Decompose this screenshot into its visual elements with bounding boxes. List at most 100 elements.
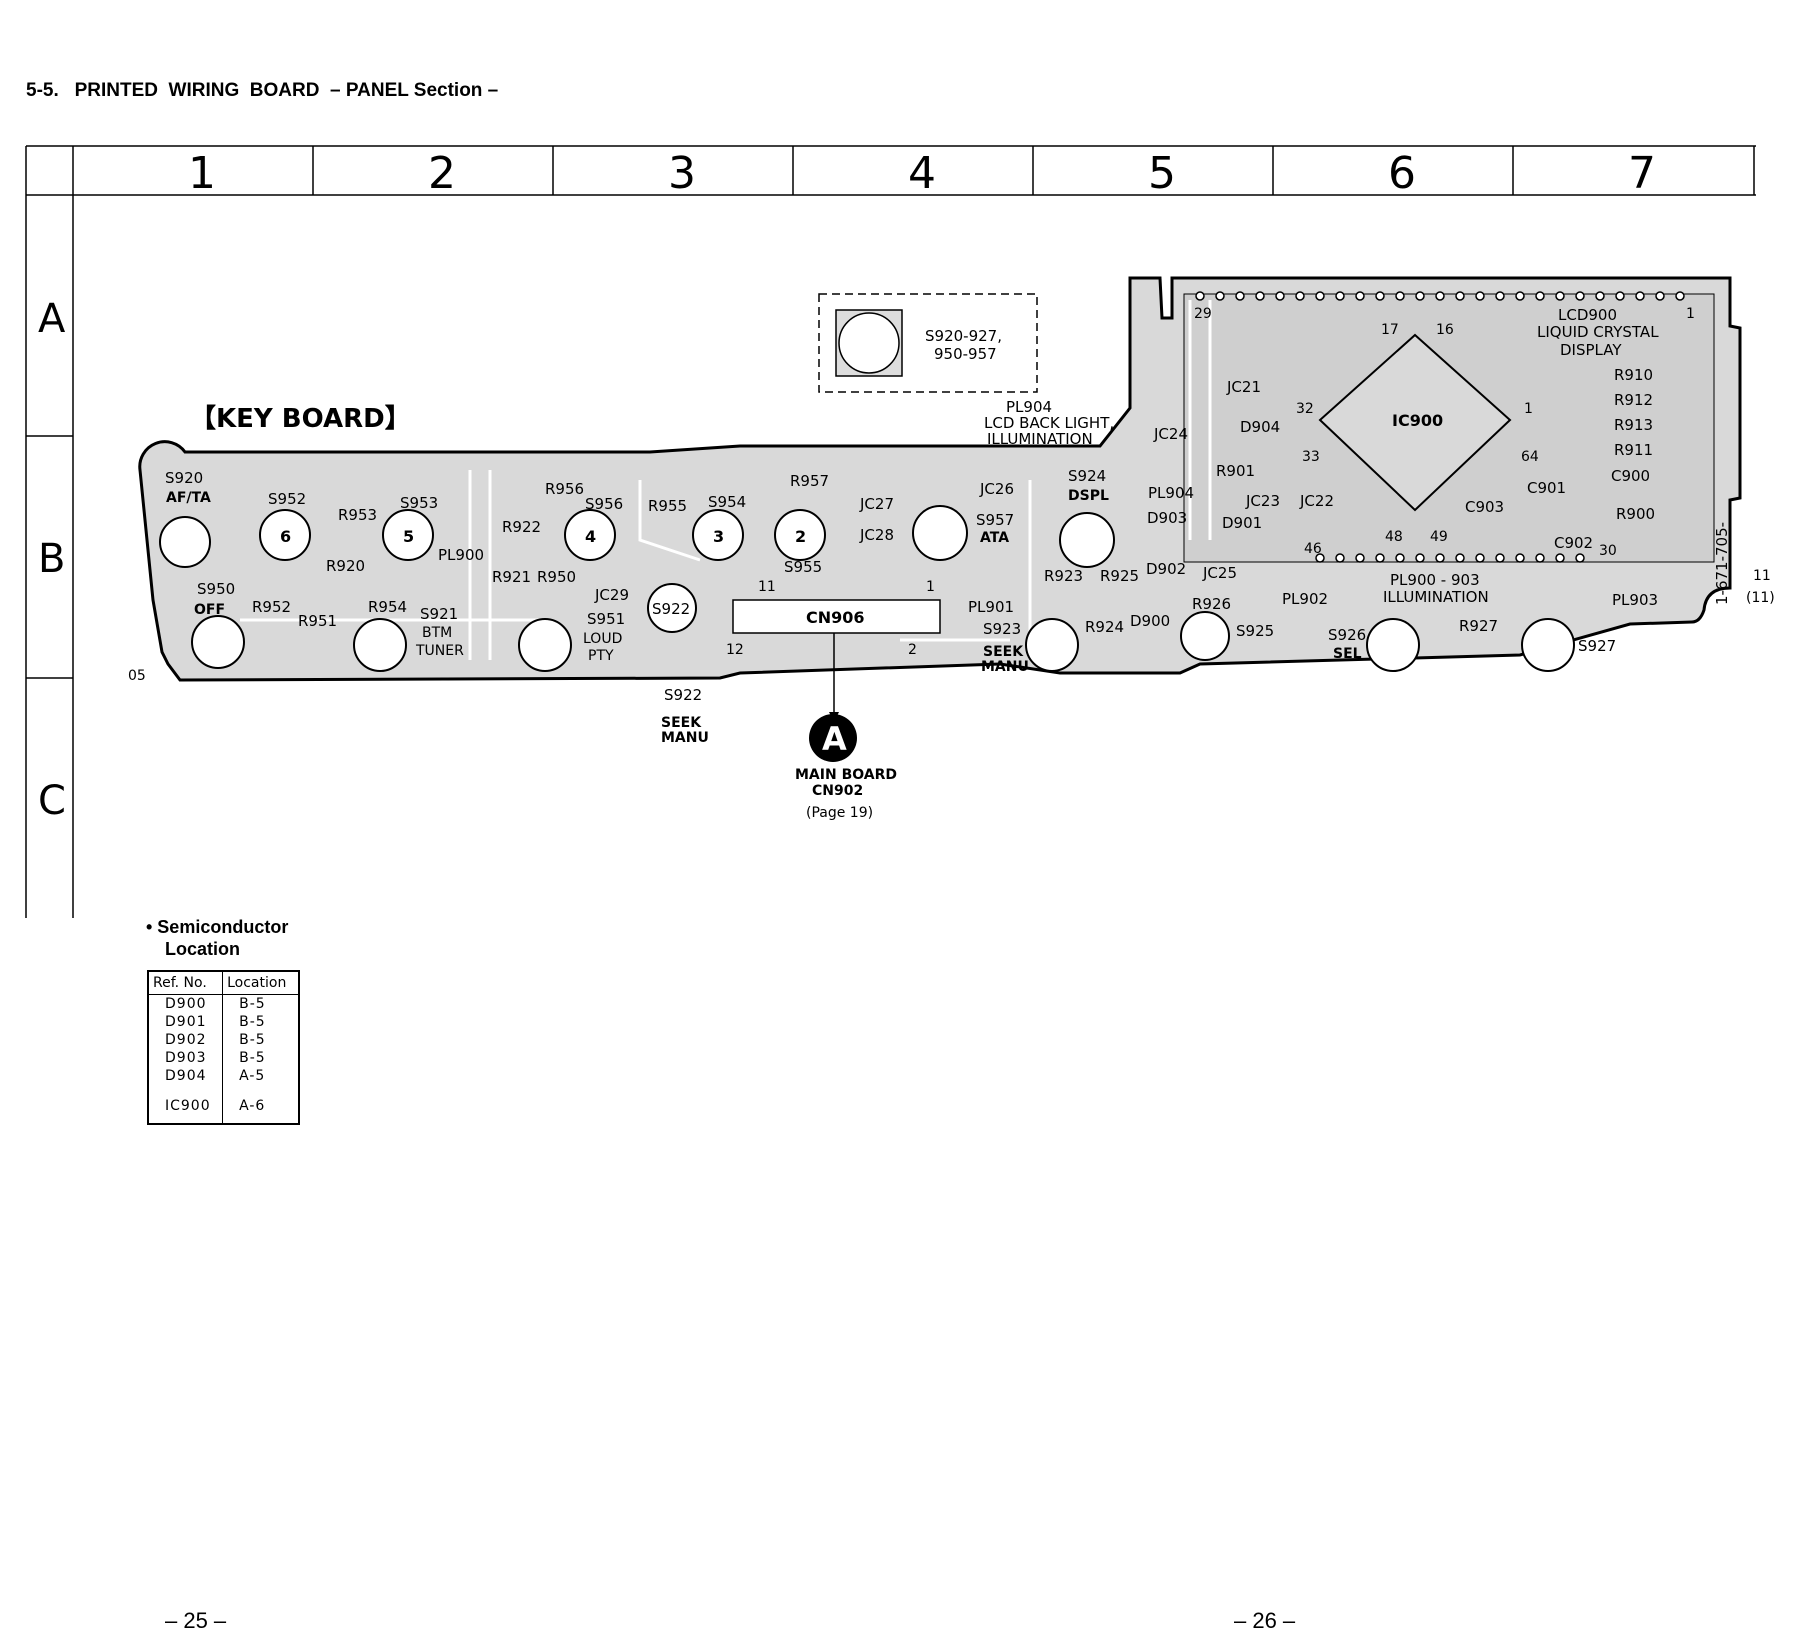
location-grid	[25, 145, 1756, 918]
part-label-r900: R900	[1616, 505, 1655, 523]
part-label-jc29: JC29	[594, 586, 629, 604]
part-label-pl904: PL904	[1148, 484, 1194, 502]
s922b-label: S922	[664, 686, 702, 704]
ref-cell: D900	[148, 994, 224, 1013]
page-number-left: – 25 –	[165, 1608, 227, 1633]
cn906-label: CN906	[806, 608, 865, 627]
pin-number: 33	[1302, 449, 1320, 465]
location-cell: B-5	[239, 1014, 266, 1030]
part-label-r923: R923	[1044, 567, 1083, 585]
part-label-r911: R911	[1614, 441, 1653, 459]
pin-number: 11	[758, 579, 776, 595]
ref-cell: D902	[148, 1031, 224, 1049]
s921-label: S921	[420, 605, 458, 623]
s956-label: S956	[585, 495, 623, 513]
connector-line2: CN902	[812, 783, 863, 799]
s953-key: 5	[403, 527, 414, 546]
s923-label: S923	[983, 620, 1021, 638]
page-number-right: – 26 –	[1234, 1608, 1296, 1633]
col-location-header: Location	[222, 971, 299, 995]
pl904-note-1: PL904	[1006, 398, 1052, 416]
s920-key: AF/TA	[166, 490, 211, 506]
grid-column-3: 3	[668, 148, 696, 199]
s926-label: S926	[1328, 626, 1366, 644]
s952-label: S952	[268, 490, 306, 508]
board-name: 【KEY BOARD】	[190, 404, 411, 434]
pin-number: 49	[1430, 529, 1448, 545]
s920-label: S920	[165, 469, 203, 487]
pin-number: 16	[1436, 322, 1454, 338]
pin-number: 2	[908, 642, 917, 658]
part-label-r954: R954	[368, 598, 407, 616]
board-code: 1-671-705-	[1713, 522, 1731, 605]
part-label-r952: R952	[252, 598, 291, 616]
semiconductor-heading: • Semiconductor Location	[146, 916, 288, 960]
pin-number: 17	[1381, 322, 1399, 338]
part-label-pl903: PL903	[1612, 591, 1658, 609]
s922b-key2: MANU	[661, 730, 709, 746]
col-ref-header: Ref. No.	[148, 971, 224, 995]
part-label-pl900: PL900	[438, 546, 484, 564]
ic900-chip: IC900	[1318, 333, 1512, 512]
s926-key: SEL	[1333, 646, 1362, 662]
connector-letter: A	[822, 720, 847, 758]
board-code-suffix-2: (11)	[1746, 590, 1775, 606]
part-label-c901: C901	[1527, 479, 1566, 497]
table-row: D900 B-5	[148, 994, 299, 1013]
part-label-d902: D902	[1146, 560, 1186, 578]
s923-key2: MANU	[981, 659, 1029, 675]
part-label-jc26: JC26	[979, 480, 1014, 498]
lcd-label-2: LIQUID CRYSTAL	[1537, 323, 1659, 341]
s956-key: 4	[585, 527, 596, 546]
component-labels: 【KEY BOARD】 05 PL904 LCD BACK LIGHT, ILL…	[128, 306, 1775, 746]
part-label-jc25: JC25	[1202, 564, 1237, 582]
part-label-r910: R910	[1614, 366, 1653, 384]
pin-number: 1	[926, 579, 935, 595]
pl904-note-2: LCD BACK LIGHT,	[984, 414, 1114, 432]
grid-column-7: 7	[1628, 148, 1656, 199]
part-label-r956: R956	[545, 480, 584, 498]
s954-key: 3	[713, 527, 724, 546]
part-label-r925: R925	[1100, 567, 1139, 585]
part-label-c900: C900	[1611, 467, 1650, 485]
part-label-d901: D901	[1222, 514, 1262, 532]
part-label-r926: R926	[1192, 595, 1231, 613]
board-code-suffix-1: 11	[1753, 568, 1771, 584]
part-label-r953: R953	[338, 506, 377, 524]
s950-key: OFF	[194, 602, 225, 618]
part-label-d904: D904	[1240, 418, 1280, 436]
pl904-note-3: ILLUMINATION	[987, 430, 1093, 448]
location-cell: B-5	[239, 996, 266, 1012]
ic900-label: IC900	[1392, 411, 1443, 430]
connector-line1: MAIN BOARD	[795, 767, 897, 783]
main-board-connector: A MAIN BOARD CN902 (Page 19)	[795, 714, 897, 821]
part-label-r957: R957	[790, 472, 829, 490]
part-label-jc24: JC24	[1153, 425, 1188, 443]
pin-number: 1	[1524, 401, 1533, 417]
part-label-r921: R921	[492, 568, 531, 586]
grid-column-1: 1	[188, 148, 216, 199]
s951-key1: LOUD	[583, 631, 622, 647]
grid-row-a: A	[38, 296, 66, 342]
s927-label: S927	[1578, 637, 1616, 655]
part-label-r950: R950	[537, 568, 576, 586]
switch-legend: S920-927, 950-957	[818, 293, 1038, 393]
s923-key1: SEEK	[983, 644, 1024, 660]
pl900-903-note-1: PL900 - 903	[1390, 571, 1480, 589]
part-label-jc23: JC23	[1245, 492, 1280, 510]
s950-label: S950	[197, 580, 235, 598]
part-label-c903: C903	[1465, 498, 1504, 516]
s924-key: DSPL	[1068, 488, 1109, 504]
s952-key: 6	[280, 527, 291, 546]
location-cell: B-5	[239, 1050, 266, 1066]
part-label-pl901: PL901	[968, 598, 1014, 616]
pin-number: 48	[1385, 529, 1403, 545]
ref-cell: D904	[148, 1067, 224, 1097]
pin-number: 32	[1296, 401, 1314, 417]
grid-column-5: 5	[1148, 148, 1176, 199]
